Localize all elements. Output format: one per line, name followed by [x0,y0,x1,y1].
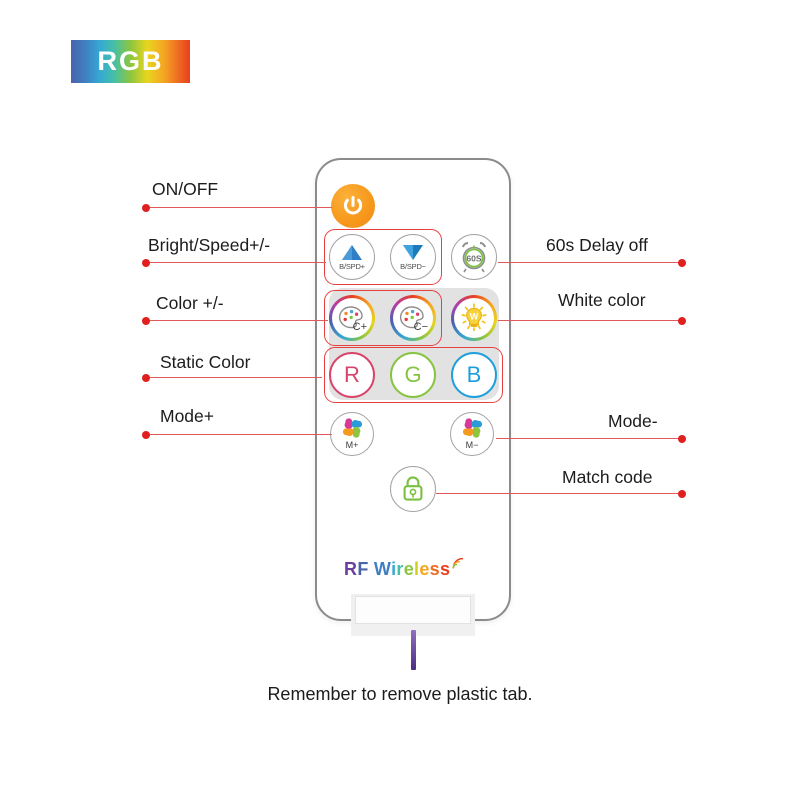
callout-dot-static-color [142,373,150,382]
callout-line-mode-up [146,434,332,436]
wireless-signal-icon [452,557,464,569]
rgb-logo: RGB [71,40,190,83]
callout-line-mode-down [496,438,682,440]
mode-down-button[interactable]: M− [450,412,494,456]
bright-speed-up-label: B/SPD+ [339,261,365,271]
color-up-label: C+ [352,321,367,333]
highlight-box-color [324,290,442,346]
match-code-button[interactable] [390,466,436,512]
bright-speed-down-label: B/SPD− [400,261,426,271]
color-up-button[interactable]: C+ [329,295,375,341]
white-color-button[interactable]: W [451,295,497,341]
callout-dot-delay [678,258,686,267]
callout-line-delay [498,262,682,264]
callout-label-mode-down: Mode- [608,411,658,431]
static-color-green-label: G [404,362,422,387]
highlight-box-static-color [324,347,503,403]
callout-label-delay: 60s Delay off [546,235,648,255]
rgb-logo-text: RGB [97,46,164,76]
battery-compartment-outline [355,596,471,624]
plastic-tab [411,630,416,670]
mode-down-label: M− [465,440,479,450]
bright-speed-up-button[interactable]: B/SPD+ [329,234,375,280]
palette-icon [399,306,424,329]
light-bulb-icon: W [461,303,487,332]
static-color-blue-button[interactable]: B [451,352,497,398]
highlight-box-bright-speed [324,229,442,285]
triangle-down-icon [403,244,423,260]
callout-dot-match-code [678,489,686,498]
triangle-up-icon [342,244,362,260]
lock-icon [403,476,423,501]
static-color-red-button[interactable]: R [329,352,375,398]
delay-60s-button[interactable]: 60S [451,234,497,280]
svg-text:60S: 60S [466,254,482,264]
color-down-label: C− [413,321,428,333]
caption-text: Remember to remove plastic tab. [267,684,533,704]
mode-up-label: M+ [345,440,359,450]
palette-icon [338,306,363,329]
callout-label-bright-speed: Bright/Speed+/- [148,235,271,255]
callout-label-mode-up: Mode+ [160,406,214,426]
callout-label-color: Color +/- [156,293,224,313]
static-color-red-label: R [344,362,360,387]
flower-petals-icon [462,418,482,438]
color-down-button[interactable]: C− [390,295,436,341]
callout-line-bright-speed [146,262,326,264]
callout-label-match-code: Match code [562,467,653,487]
rf-wireless-branding: RF Wireless [344,552,494,578]
power-icon [343,196,363,215]
mode-up-button[interactable]: M+ [330,412,374,456]
callout-dot-mode-down [678,434,686,443]
callout-line-static-color [146,377,322,379]
rf-wireless-text: RF Wireless [344,559,451,579]
power-button[interactable] [331,184,375,228]
callout-dot-white [678,316,686,325]
flower-petals-icon [342,418,362,438]
callout-label-on-off: ON/OFF [152,179,219,199]
callout-dot-mode-up [142,430,150,439]
callout-line-match-code [436,493,682,495]
callout-label-white: White color [558,290,646,310]
callout-line-white [498,320,682,322]
callout-dot-bright-speed [142,258,150,267]
callout-line-on-off [146,207,332,209]
alarm-clock-icon: 60S [462,242,486,273]
callout-dot-on-off [142,203,150,212]
static-color-green-button[interactable]: G [390,352,436,398]
callout-line-color [146,320,328,322]
static-color-blue-label: B [466,362,482,387]
bright-speed-down-button[interactable]: B/SPD− [390,234,436,280]
svg-text:W: W [470,311,479,321]
callout-label-static-color: Static Color [160,352,251,372]
callout-dot-color [142,316,150,325]
